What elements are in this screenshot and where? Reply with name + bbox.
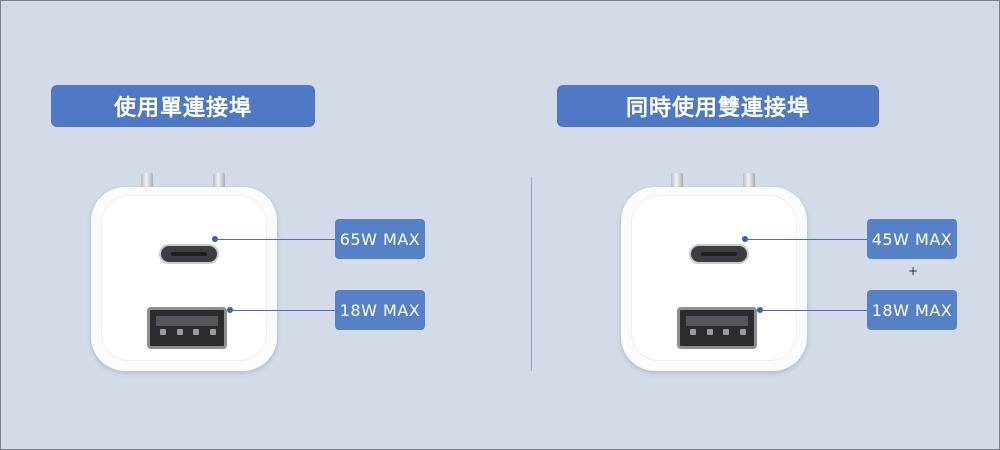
charger-body — [621, 187, 807, 371]
usb-c-leader-line — [215, 238, 335, 240]
usb-c-port-icon — [689, 244, 749, 264]
dual-port-title: 同時使用雙連接埠 — [557, 85, 879, 127]
usb-a-port-icon — [677, 307, 757, 349]
plus-sign: + — [907, 264, 919, 278]
single-port-title: 使用單連接埠 — [51, 85, 315, 127]
dual-port-panel: 同時使用雙連接埠 45W MAX + 18W MAX — [501, 1, 1000, 450]
usb-c-port-icon — [159, 244, 219, 264]
charger-body — [91, 187, 277, 371]
single-port-panel: 使用單連接埠 65W MAX 18W MAX — [1, 1, 501, 450]
usb-a-spec-badge: 18W MAX — [867, 290, 957, 330]
charger-illustration — [91, 173, 277, 373]
usb-a-leader-line — [760, 309, 867, 311]
charger-prong-icon — [671, 173, 683, 191]
usb-a-spec-badge: 18W MAX — [335, 290, 425, 330]
charger-prong-icon — [743, 173, 755, 191]
charger-prong-icon — [213, 173, 225, 191]
usb-c-spec-badge: 65W MAX — [335, 219, 425, 259]
usb-c-spec-badge: 45W MAX — [867, 219, 957, 259]
usb-a-leader-line — [230, 309, 335, 311]
charger-face — [631, 195, 797, 361]
charger-illustration — [621, 173, 807, 373]
charger-face — [101, 195, 267, 361]
charger-prong-icon — [141, 173, 153, 191]
usb-a-port-icon — [147, 307, 227, 349]
usb-c-leader-line — [745, 238, 867, 240]
panel-divider — [531, 177, 532, 371]
